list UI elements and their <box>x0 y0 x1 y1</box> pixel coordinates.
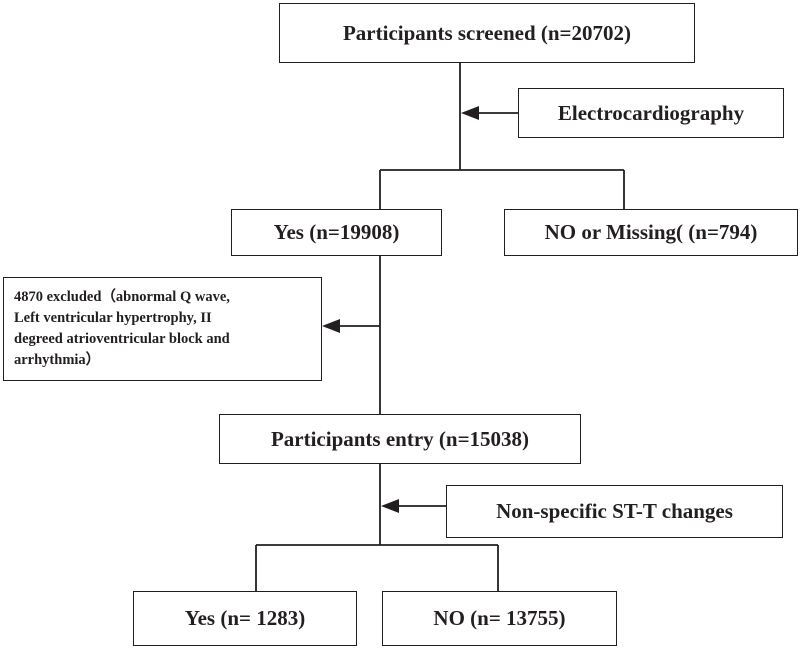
participants-screened-label: Participants screened (n=20702) <box>342 20 632 45</box>
excluded-line-4: arrhythmia） <box>14 352 101 368</box>
no-or-missing-box: NO or Missing( (n=794) <box>504 209 798 256</box>
no-st-t-box: NO (n= 13755) <box>382 591 617 646</box>
yes-ecg-box: Yes (n=19908) <box>231 209 442 256</box>
yes-st-t-label: Yes (n= 1283) <box>184 606 306 630</box>
excluded-line-2: Left ventricular hypertrophy, II <box>14 310 212 326</box>
excluded-line-1: 4870 excluded（abnormal Q wave, <box>14 289 230 305</box>
no-st-t-label: NO (n= 13755) <box>433 606 566 630</box>
arrow-excluded-head <box>322 319 340 333</box>
participants-entry-box: Participants entry (n=15038) <box>219 414 581 464</box>
arrow-ecg-head <box>461 106 479 120</box>
electrocardiography-label: Electrocardiography <box>557 100 745 125</box>
excluded-box: 4870 excluded（abnormal Q wave, Left vent… <box>3 277 322 381</box>
yes-ecg-label: Yes (n=19908) <box>273 220 400 244</box>
st-t-changes-label: Non-specific ST-T changes <box>496 499 733 523</box>
excluded-text: 4870 excluded（abnormal Q wave, Left vent… <box>14 287 230 371</box>
no-or-missing-label: NO or Missing( (n=794) <box>544 220 758 244</box>
excluded-line-3: degreed atrioventricular block and <box>14 331 230 347</box>
participants-screened-box: Participants screened (n=20702) <box>279 3 695 63</box>
yes-st-t-box: Yes (n= 1283) <box>133 591 357 646</box>
arrow-stt-head <box>381 499 399 513</box>
st-t-changes-box: Non-specific ST-T changes <box>446 485 783 538</box>
participants-entry-label: Participants entry (n=15038) <box>270 426 530 451</box>
electrocardiography-box: Electrocardiography <box>518 88 784 138</box>
